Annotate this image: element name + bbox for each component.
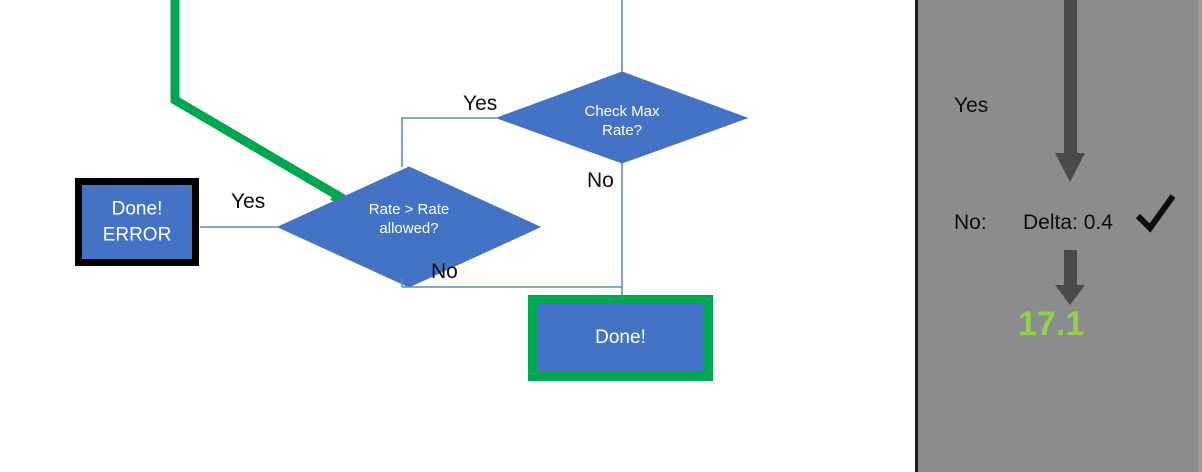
edge-label-no-check-max: No <box>587 169 614 192</box>
flowchart-canvas <box>170 0 749 297</box>
node-done-error[interactable]: Done! ERROR <box>75 178 199 266</box>
edge-label-no-rate-allowed: No <box>431 260 458 283</box>
panel-result-value: 17.1 <box>1018 305 1085 343</box>
panel-arrow-down-bottom <box>1055 250 1085 305</box>
node-done[interactable]: Done! <box>528 295 713 381</box>
panel-label-yes: Yes <box>954 94 989 117</box>
check-mark-icon <box>1135 194 1176 233</box>
panel-arrow-down-top <box>1055 0 1085 182</box>
side-panel: Yes No: Delta: 0.4 17.1 <box>915 0 1202 472</box>
side-panel-right-edge <box>1198 0 1202 472</box>
node-label-done: Done! <box>595 327 646 349</box>
node-label-done-error: Done! ERROR <box>102 198 172 245</box>
node-check-max-rate[interactable] <box>495 71 749 164</box>
edge-label-yes-check-max: Yes <box>463 92 498 115</box>
connector-yes-check-to-rate <box>401 117 497 167</box>
panel-label-no: No: <box>954 211 987 234</box>
edge-label-yes-rate-allowed: Yes <box>231 190 266 213</box>
panel-label-delta: Delta: 0.4 <box>1023 211 1113 234</box>
highlight-path-green <box>170 0 362 210</box>
